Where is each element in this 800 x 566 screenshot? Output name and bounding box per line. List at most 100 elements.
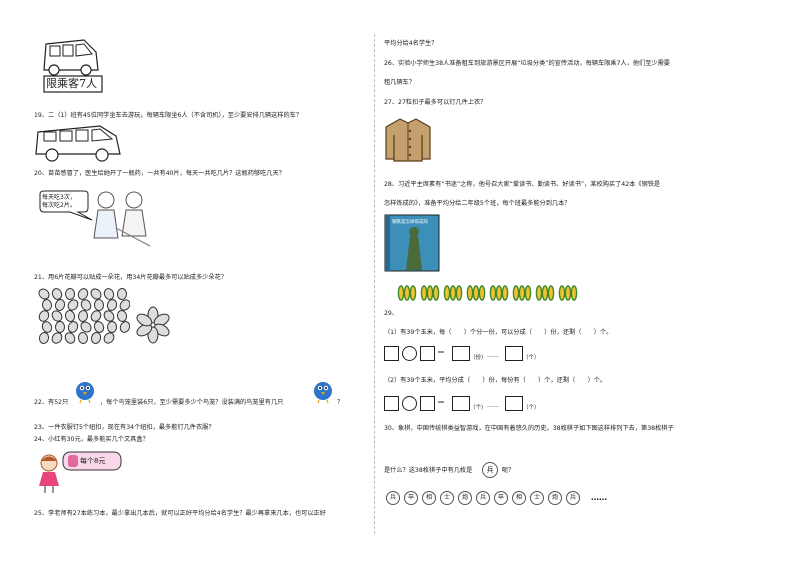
chess-piece: 兵 <box>476 491 490 505</box>
pencil-case-price: 每个8元 <box>80 457 106 465</box>
doctor-and-girl-image <box>93 191 151 247</box>
petal-icon <box>38 310 50 322</box>
petals-image <box>38 288 130 344</box>
question-23: 23、一件衣服钉5个纽扣，现在有34个纽扣，最多能钉几件衣服？ <box>34 424 215 431</box>
question-27: 27、27粒扣子最多可以钉几件上衣？ <box>384 99 487 106</box>
answer-box[interactable] <box>505 346 523 361</box>
remainder-dots: …… <box>487 352 499 359</box>
unit-label: （个） <box>470 405 487 411</box>
book-cover-image <box>384 214 440 272</box>
question-22-c: ？ <box>337 399 344 406</box>
petal-icon <box>119 321 130 333</box>
bird-icon <box>76 382 94 404</box>
chess-continuation-dots: …… <box>591 493 607 502</box>
answer-box[interactable] <box>420 396 435 411</box>
corn-icon <box>489 285 497 301</box>
jacket-image <box>385 118 431 162</box>
question-30-line-2b: 呢？ <box>502 467 515 474</box>
question-29-part-2: （2）有39个玉米，平均分成（ ）份，每份有（ ）个，还剩（ ）个。 <box>384 377 607 384</box>
unit-label: （个） <box>523 355 540 361</box>
answer-box[interactable] <box>505 396 523 411</box>
petal-icon <box>64 288 76 300</box>
petal-icon <box>116 288 128 300</box>
corn-icon <box>547 285 555 301</box>
chess-piece: 相 <box>422 491 436 505</box>
petal-icon <box>67 299 79 311</box>
unit-label: （个） <box>523 405 540 411</box>
petal-icon <box>51 310 63 322</box>
question-20: 20、苗苗感冒了，医生给她开了一瓶药，一共有40片，每天一共吃几片？这瓶药够吃几… <box>34 170 285 177</box>
bubble-line-1: 每天吃3次， <box>42 194 76 201</box>
chess-piece: 卒 <box>404 491 418 505</box>
petal-icon <box>90 310 102 322</box>
question-25-continued: 平均分给4名学生？ <box>384 40 438 47</box>
answer-box[interactable] <box>384 346 399 361</box>
corn-icon <box>541 285 549 301</box>
petal-icon <box>103 288 115 300</box>
corn-image <box>397 285 578 301</box>
petal-icon <box>38 288 50 300</box>
speech-bubble-shape <box>39 190 93 221</box>
question-22-a: 22、有52只 <box>34 399 69 406</box>
question-29: 29、 <box>384 310 399 317</box>
corn-icon <box>472 285 480 301</box>
answer-box[interactable] <box>384 396 399 411</box>
corn-icon <box>495 285 503 301</box>
corn-icon <box>403 285 411 301</box>
petal-icon <box>67 321 79 333</box>
petal-icon <box>90 288 102 300</box>
answer-box[interactable] <box>452 396 470 411</box>
corn-icon <box>466 285 474 301</box>
petal-icon <box>90 332 102 344</box>
petal-icon <box>103 332 115 344</box>
question-28-line-1: 28、习近平主席素有“书迷”之称，他号召大家“爱读书、勤读书、好读书”，某校购买… <box>384 181 661 188</box>
petal-icon <box>41 321 53 333</box>
petal-icon <box>116 310 128 322</box>
petal-icon <box>41 299 53 311</box>
chess-piece: 兵 <box>566 491 580 505</box>
petal-icon <box>77 310 89 322</box>
petal-icon <box>38 332 50 344</box>
corn-icon <box>420 285 428 301</box>
chess-piece: 士 <box>440 491 454 505</box>
bubble-line-2: 每次吃2片。 <box>42 202 76 209</box>
unit-label: （份） <box>470 355 487 361</box>
corn-icon <box>443 285 451 301</box>
operator-circle[interactable] <box>402 396 417 411</box>
question-22-b: ，每个鸟笼里装6只，至少需要多少个鸟笼？没装满的鸟笼里有几只 <box>100 399 284 406</box>
corn-icon <box>397 285 405 301</box>
corn-icon <box>558 285 566 301</box>
corn-icon <box>535 285 543 301</box>
corn-icon <box>501 285 509 301</box>
corn-icon <box>564 285 572 301</box>
answer-box[interactable] <box>420 346 435 361</box>
question-29-part-1: （1）有39个玉米，每（ ）个分一份，可以分成（ ）份，还剩（ ）个。 <box>384 329 613 336</box>
petal-icon <box>77 288 89 300</box>
petal-icon <box>51 288 63 300</box>
corn-icon <box>518 285 526 301</box>
question-30-line-2a: 是什么？这38枚棋子中有几枚是 <box>384 467 473 474</box>
petal-icon <box>103 310 115 322</box>
question-19: 19、二（1）班有45位同学坐车去游玩，每辆车限坐6人（不含司机），至少要安排几… <box>34 112 303 119</box>
chess-piece: 士 <box>530 491 544 505</box>
equals-sign: ＝ <box>437 398 445 407</box>
sign-text: 限乘客7人 <box>46 77 97 90</box>
petal-icon <box>80 299 92 311</box>
chess-piece-bing: 兵 <box>482 462 498 478</box>
corn-icon <box>449 285 457 301</box>
petal-icon <box>77 332 89 344</box>
bird-icon <box>314 382 332 404</box>
corn-icon <box>455 285 463 301</box>
petal-icon <box>93 299 105 311</box>
petal-icon <box>64 332 76 344</box>
corn-icon <box>432 285 440 301</box>
van-with-sign-image <box>43 39 103 93</box>
corn-icon <box>570 285 578 301</box>
minibus-image <box>35 125 121 162</box>
question-26-line-2: 租几辆车？ <box>384 79 415 86</box>
chess-sequence: 兵卒相士炮兵卒相士炮兵 <box>386 491 626 507</box>
question-25: 25、李老师有27本练习本，最少拿出几本后，就可以正好平均分给4名学生？最少再拿… <box>34 510 326 517</box>
operator-circle[interactable] <box>402 346 417 361</box>
answer-box[interactable] <box>452 346 470 361</box>
question-21: 21、用6片花瓣可以贴成一朵花，用34片花瓣最多可以贴成多少朵花？ <box>34 274 227 281</box>
